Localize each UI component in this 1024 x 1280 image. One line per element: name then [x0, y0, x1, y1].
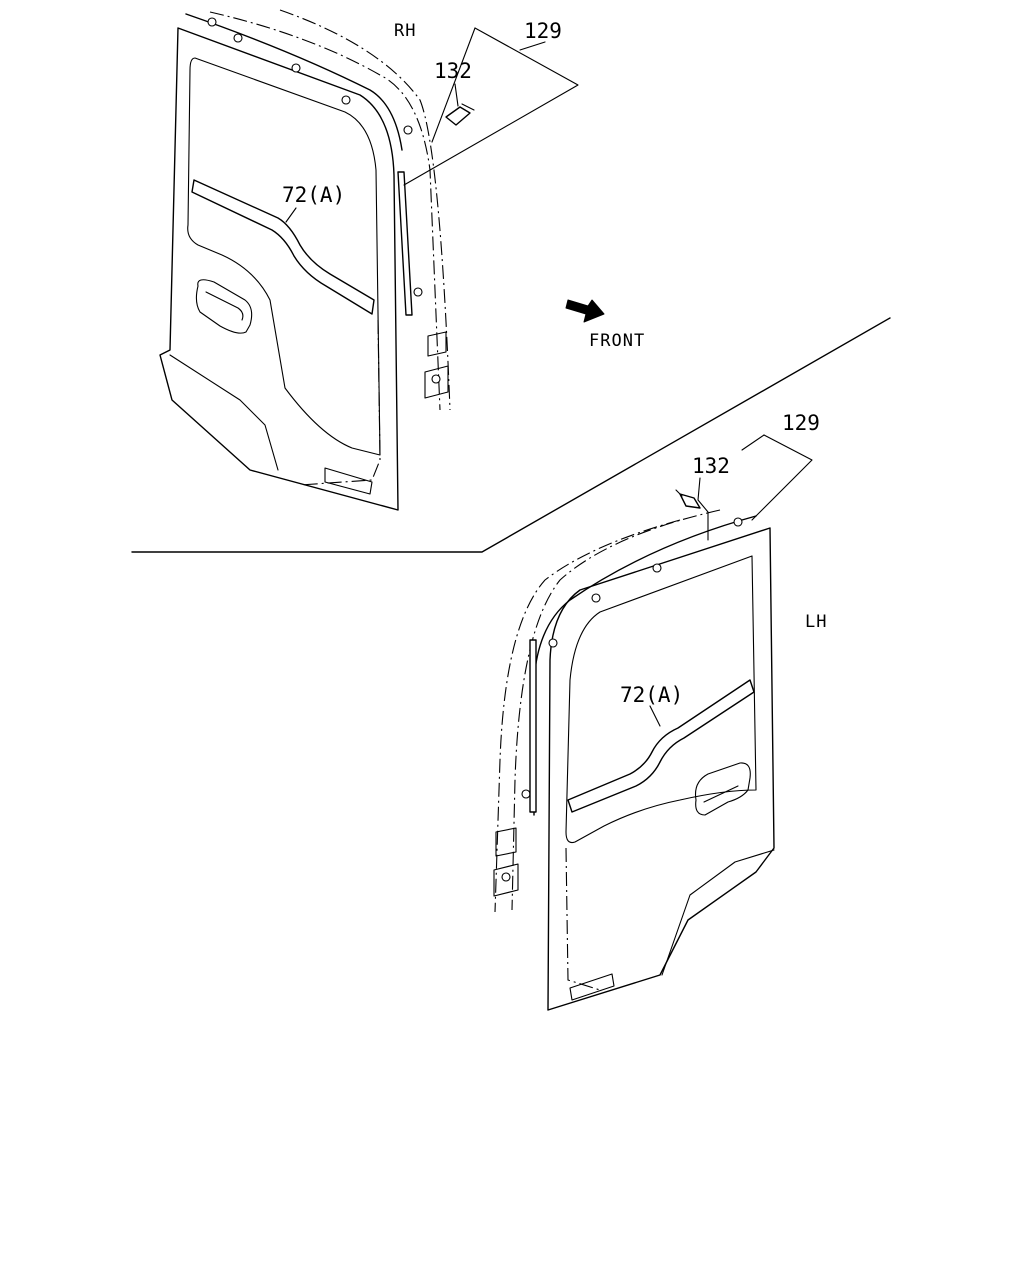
rh-fastener-132: [445, 106, 471, 126]
rh-lower-sill: [169, 354, 279, 471]
lh-door-handle: [694, 762, 751, 816]
rh-hinge-lower: [424, 365, 449, 399]
rh-door-panel: [159, 27, 399, 511]
lh-leader-132: [697, 477, 709, 541]
section-divider: [131, 317, 891, 553]
rh-part-129-label: 129: [524, 19, 562, 43]
arrow-down-right-icon: [565, 299, 605, 323]
lh-clip-1: [733, 517, 743, 527]
rh-leader-132: [454, 83, 459, 107]
rh-body-opening-outer: [209, 11, 441, 411]
rh-clip-6: [413, 287, 423, 297]
rh-part-132-label: 132: [434, 59, 472, 83]
rh-clip-2: [233, 33, 243, 43]
lh-part-129-label: 129: [782, 411, 820, 435]
lh-door-step-outline: [565, 847, 601, 991]
rh-door-handle: [195, 279, 253, 334]
rh-clip-5: [403, 125, 413, 135]
lh-fastener-132-tip: [675, 489, 683, 497]
rh-leader-129: [403, 27, 579, 186]
lh-part-132-label: 132: [692, 454, 730, 478]
rh-clip-3: [291, 63, 301, 73]
rh-leader-129-b: [431, 27, 476, 143]
rh-part-72a-label: 72(A): [282, 183, 345, 207]
front-direction-label: FRONT: [589, 331, 645, 351]
lh-door-handle-grip: [703, 785, 739, 803]
lh-fastener-132: [679, 493, 701, 509]
lh-clip-4: [548, 638, 558, 648]
rh-leader-72a: [285, 207, 297, 223]
lh-hinge-lower: [493, 863, 519, 897]
lh-window-frame: [565, 555, 757, 844]
lh-door-assembly: [493, 434, 813, 1011]
rh-side-label: RH: [394, 21, 416, 41]
rh-window-frame: [187, 57, 381, 456]
rh-door-handle-grip: [205, 291, 244, 321]
lh-door-panel: [547, 527, 775, 1011]
lh-weatherstrip-72a: [567, 679, 755, 813]
lh-leader-129-b: [741, 434, 765, 451]
rh-hinge-upper: [427, 331, 447, 357]
lh-hinge-upper: [495, 827, 517, 857]
rh-door-step-outline: [299, 319, 381, 486]
lh-body-opening-outer: [494, 519, 681, 913]
lh-leader-129: [751, 434, 813, 521]
rh-seal-129: [397, 171, 413, 316]
rh-step-reflector: [324, 467, 373, 495]
rh-fastener-132-tip: [461, 103, 475, 111]
lh-leader-72a: [649, 705, 661, 727]
lh-step-reflector: [569, 973, 615, 1001]
lh-clip-5: [521, 789, 531, 799]
rh-leader-129-tag: [519, 41, 546, 51]
lh-part-72a-label: 72(A): [620, 683, 683, 707]
lh-body-opening-inner: [511, 509, 721, 911]
lh-seal-129: [529, 639, 537, 813]
rh-body-opening-inner: [279, 9, 451, 411]
lh-hinge-bolt: [501, 872, 511, 882]
lh-side-label: LH: [805, 612, 827, 632]
rh-clip-1: [207, 17, 217, 27]
rh-weatherstrip-72a: [191, 179, 375, 315]
lh-clip-2: [652, 563, 662, 573]
rh-clip-4: [341, 95, 351, 105]
rh-upper-rail: [185, 13, 403, 151]
rh-door-assembly: [159, 9, 579, 511]
lh-upper-rail: [533, 515, 757, 816]
rh-hinge-bolt: [431, 374, 441, 384]
lh-clip-3: [591, 593, 601, 603]
lh-lower-sill: [661, 849, 775, 976]
